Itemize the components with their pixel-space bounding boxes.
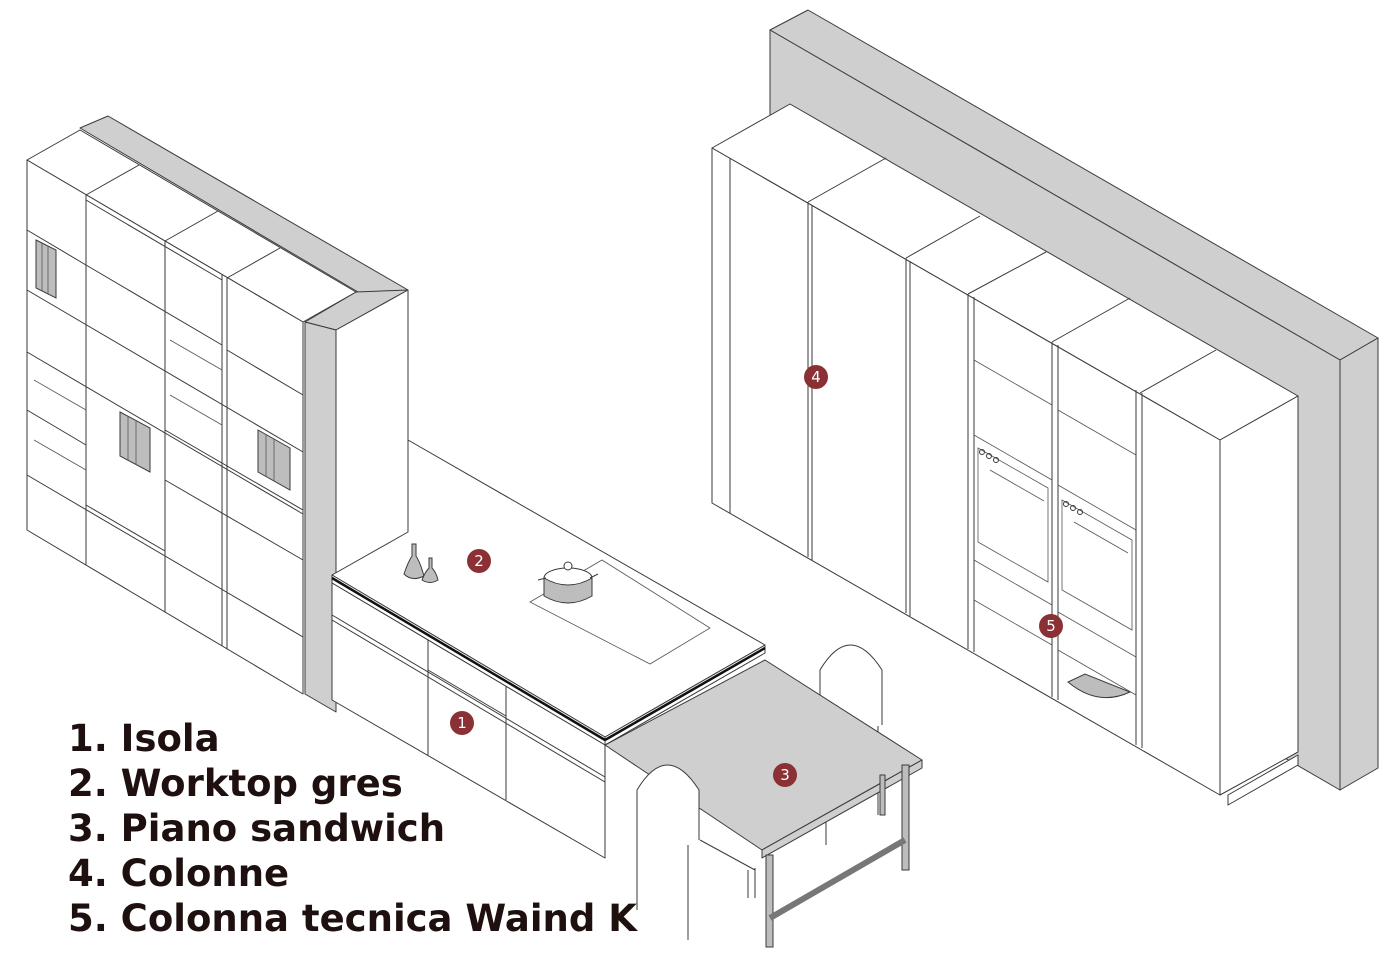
legend-item-colonne: 4. Colonne	[68, 852, 290, 895]
marker-isola[interactable]: 1	[450, 711, 474, 735]
marker-worktop[interactable]: 2	[467, 549, 491, 573]
left-wall	[79, 115, 409, 713]
marker-colonne-label: 4	[811, 368, 821, 386]
legend-item-worktop: 2. Worktop gres	[68, 762, 403, 805]
legend-item-colonna-tecnica: 5. Colonna tecnica Waind K	[68, 897, 637, 940]
marker-colonne[interactable]: 4	[804, 365, 828, 389]
marker-piano[interactable]: 3	[773, 763, 797, 787]
marker-colonna-tecnica-label: 5	[1046, 617, 1056, 635]
marker-isola-label: 1	[457, 714, 467, 732]
marker-worktop-label: 2	[474, 552, 484, 570]
bookcase	[26, 129, 357, 695]
legend-item-piano: 3. Piano sandwich	[68, 807, 446, 850]
sandwich-table	[604, 644, 923, 948]
legend: 1. Isola 2. Worktop gres 3. Piano sandwi…	[68, 716, 637, 941]
legend-item-isola: 1. Isola	[68, 717, 220, 760]
marker-colonna-tecnica[interactable]: 5	[1039, 614, 1063, 638]
marker-piano-label: 3	[780, 766, 790, 784]
